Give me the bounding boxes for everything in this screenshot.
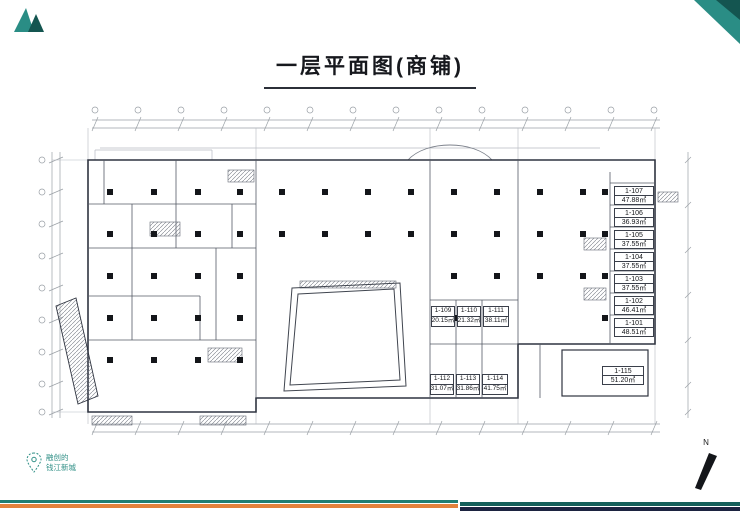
compass-needle-icon (695, 453, 717, 490)
unit-area: 31.86㎡ (456, 385, 480, 393)
unit-label: 1-115 51.20㎡ (602, 366, 644, 385)
unit-label: 1-103 37.55㎡ (614, 274, 654, 293)
unit-label: 1-102 46.41㎡ (614, 296, 654, 315)
page-title: 一层平面图(商铺) (264, 50, 476, 89)
bottom-stripe-orange-left (0, 504, 458, 508)
map-pin-icon (26, 452, 42, 473)
unit-id: 1-106 (615, 209, 653, 218)
bottom-stripe-teal-left (0, 500, 458, 503)
watermark-line1: 融创的 (46, 452, 69, 462)
unit-label: 1-109 20.15㎡ (431, 306, 455, 327)
unit-label: 1-104 37.55㎡ (614, 252, 654, 271)
unit-id: 1-103 (615, 275, 653, 284)
unit-id: 1-105 (615, 231, 653, 240)
north-arrow: N (684, 439, 728, 497)
canopy-lines (94, 144, 600, 161)
unit-label: 1-113 31.86㎡ (456, 374, 480, 395)
unit-label: 1-114 41.75㎡ (482, 374, 508, 395)
unit-area: 41.75㎡ (483, 385, 507, 393)
unit-id: 1-111 (484, 307, 508, 317)
unit-area: 37.55㎡ (621, 240, 647, 248)
unit-id: 1-102 (615, 297, 653, 306)
unit-id: 1-110 (458, 307, 480, 317)
unit-id: 1-112 (431, 375, 453, 385)
extension-lines (52, 128, 656, 424)
bottom-stripe-teal-right (460, 502, 740, 506)
central-courtyard (283, 282, 407, 392)
developer-watermark: 融创的 钱江新城 (26, 452, 76, 474)
unit-id: 1-114 (483, 375, 507, 385)
unit-label: 1-112 31.07㎡ (430, 374, 454, 395)
unit-area: 37.55㎡ (621, 262, 647, 270)
grid-bubbles (38, 106, 658, 416)
watermark-line2: 钱江新城 (46, 463, 76, 472)
unit-label: 1-101 48.51㎡ (614, 318, 654, 337)
structural-columns (107, 189, 608, 363)
stair-hatch (91, 169, 679, 426)
unit-id: 1-107 (615, 187, 653, 196)
unit-area: 21.32㎡ (457, 317, 481, 325)
watermark-text: 融创的 钱江新城 (46, 453, 76, 474)
unit-id: 1-104 (615, 253, 653, 262)
unit-area: 46.41㎡ (621, 306, 647, 314)
unit-label: 1-107 47.88㎡ (614, 186, 654, 205)
corner-triangle-decoration (694, 0, 740, 44)
bottom-stripe-dark-right (460, 507, 740, 511)
unit-label: 1-110 21.32㎡ (457, 306, 481, 327)
unit-area: 47.88㎡ (621, 196, 647, 204)
unit-id: 1-115 (603, 367, 643, 376)
dimension-lines (48, 116, 692, 436)
corner-logo-triangles (14, 8, 44, 32)
unit-area: 48.51㎡ (621, 328, 647, 336)
unit-area: 38.11㎡ (484, 317, 508, 325)
unit-label: 1-105 37.55㎡ (614, 230, 654, 249)
unit-id: 1-113 (457, 375, 479, 385)
unit-area: 51.20㎡ (610, 376, 636, 384)
interior-walls (88, 160, 655, 398)
building-outline (55, 159, 656, 413)
title-area: 一层平面图(商铺) (0, 50, 740, 89)
unit-id: 1-101 (615, 319, 653, 328)
unit-area: 31.07㎡ (430, 385, 454, 393)
unit-area: 37.55㎡ (621, 284, 647, 292)
unit-id: 1-109 (432, 307, 454, 317)
north-label: N (703, 438, 709, 447)
unit-area: 36.93㎡ (621, 218, 647, 226)
unit-area: 20.15㎡ (431, 317, 455, 325)
unit-label: 1-111 38.11㎡ (483, 306, 509, 327)
unit-label: 1-106 36.93㎡ (614, 208, 654, 227)
